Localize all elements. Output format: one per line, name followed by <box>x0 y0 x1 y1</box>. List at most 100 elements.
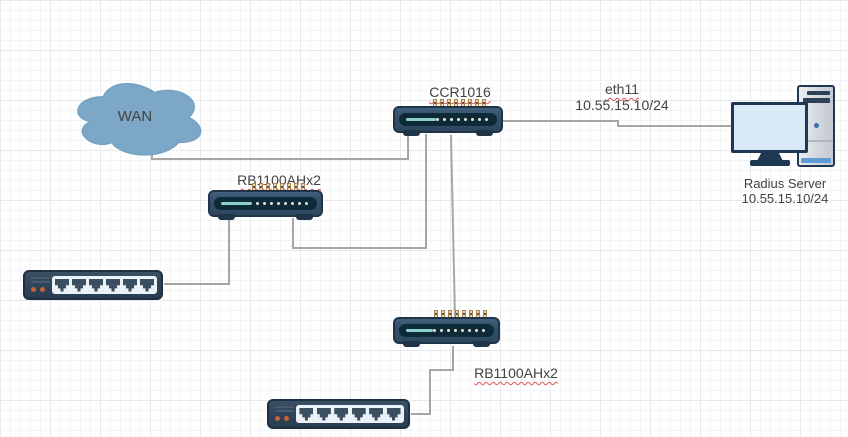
link-ip-label[interactable]: 10.55.15.10/24 <box>575 97 669 113</box>
port-connector-icon <box>475 99 479 106</box>
led-icon <box>478 118 481 121</box>
port-connector-icon <box>434 310 438 317</box>
ethernet-port-icon <box>316 408 331 421</box>
wire-rbtop-to-switch-left[interactable] <box>164 220 230 285</box>
port-connector-icon <box>287 183 291 190</box>
router-led-row <box>433 329 485 332</box>
router-foot <box>403 130 420 136</box>
led-icon <box>40 287 45 292</box>
port-connector-icon <box>476 310 480 317</box>
wire-ccr-to-rbbottom[interactable] <box>450 134 456 319</box>
router-foot <box>476 130 493 136</box>
vent-line <box>275 410 294 412</box>
router-foot <box>218 214 235 220</box>
wire-rbbottom-to-switch-bottom[interactable] <box>411 346 454 415</box>
port-connector-icon <box>440 99 444 106</box>
port-connector-icon <box>455 310 459 317</box>
led-icon <box>443 118 446 121</box>
port-connector-icon <box>294 183 298 190</box>
router-led-row <box>256 202 308 205</box>
led-icon <box>433 329 436 332</box>
port-connector-icon <box>266 183 270 190</box>
port-connector-icon <box>433 99 437 106</box>
led-icon <box>436 118 439 121</box>
router-rb1100-bottom[interactable] <box>393 310 500 354</box>
port-connector-icon <box>273 183 277 190</box>
port-connector-icon <box>482 99 486 106</box>
port-connector-icon <box>468 99 472 106</box>
led-icon <box>305 202 308 205</box>
router-foot <box>296 214 313 220</box>
port-connector-icon <box>252 183 256 190</box>
power-led-icon <box>814 123 819 128</box>
link-interface-label[interactable]: eth11 <box>605 81 639 97</box>
rb1100-bottom-label[interactable]: RB1100AHx2 <box>474 365 558 381</box>
router-foot <box>473 341 490 347</box>
drive-bay-icon <box>803 98 830 103</box>
led-icon <box>31 287 36 292</box>
led-icon <box>475 329 478 332</box>
led-icon <box>485 118 488 121</box>
wan-label[interactable]: WAN <box>117 108 153 125</box>
drive-bay-icon <box>807 91 830 95</box>
port-connector-icon <box>447 99 451 106</box>
tower-base-band <box>801 158 831 163</box>
led-icon <box>275 416 280 421</box>
ethernet-port-icon <box>351 408 366 421</box>
wire-ccr-to-server[interactable] <box>502 120 732 127</box>
rb1100-top-label[interactable]: RB1100AHx2 <box>237 172 321 188</box>
led-icon <box>277 202 280 205</box>
server-ip-label[interactable]: 10.55.15.10/24 <box>741 191 829 206</box>
ethernet-port-icon <box>386 408 401 421</box>
port-connector-icon <box>448 310 452 317</box>
port-connector-icon <box>301 183 305 190</box>
led-icon <box>464 118 467 121</box>
ethernet-port-icon <box>55 279 69 292</box>
switch-port-panel <box>52 276 157 294</box>
led-icon <box>284 202 287 205</box>
ethernet-port-icon <box>140 279 154 292</box>
led-icon <box>468 329 471 332</box>
router-rb1100-top[interactable] <box>208 183 323 227</box>
led-icon <box>263 202 266 205</box>
led-icon <box>471 118 474 121</box>
router-display-line <box>406 118 436 121</box>
led-icon <box>457 118 460 121</box>
monitor-stand <box>757 152 783 161</box>
led-icon <box>450 118 453 121</box>
router-chassis <box>393 317 500 347</box>
port-connector-icon <box>259 183 263 190</box>
port-connector-icon <box>454 99 458 106</box>
port-connector-icon <box>469 310 473 317</box>
wan-cloud-shape[interactable] <box>68 75 207 160</box>
led-icon <box>440 329 443 332</box>
server-name-label[interactable]: Radius Server <box>743 176 827 191</box>
router-front-panel <box>214 197 317 210</box>
router-top-ports <box>434 310 487 317</box>
port-connector-icon <box>441 310 445 317</box>
router-front-panel <box>399 113 497 126</box>
wire-ccr-to-rbtop[interactable] <box>292 134 427 249</box>
router-display-line <box>221 202 252 205</box>
switch-left[interactable] <box>23 270 163 300</box>
router-top-ports <box>433 99 486 106</box>
router-ccr1016[interactable] <box>393 99 503 143</box>
ethernet-port-icon <box>299 408 314 421</box>
ethernet-port-icon <box>106 279 120 292</box>
ethernet-port-icon <box>334 408 349 421</box>
port-connector-icon <box>461 99 465 106</box>
led-icon <box>298 202 301 205</box>
switch-bottom[interactable] <box>267 399 410 429</box>
router-front-panel <box>399 324 494 337</box>
led-icon <box>454 329 457 332</box>
ccr1016-label[interactable]: CCR1016 <box>429 84 491 100</box>
router-led-row <box>436 118 488 121</box>
vent-line <box>31 277 50 279</box>
switch-port-panel <box>296 405 404 423</box>
router-top-ports <box>252 183 305 190</box>
led-icon <box>482 329 485 332</box>
ethernet-port-icon <box>369 408 384 421</box>
led-icon <box>291 202 294 205</box>
